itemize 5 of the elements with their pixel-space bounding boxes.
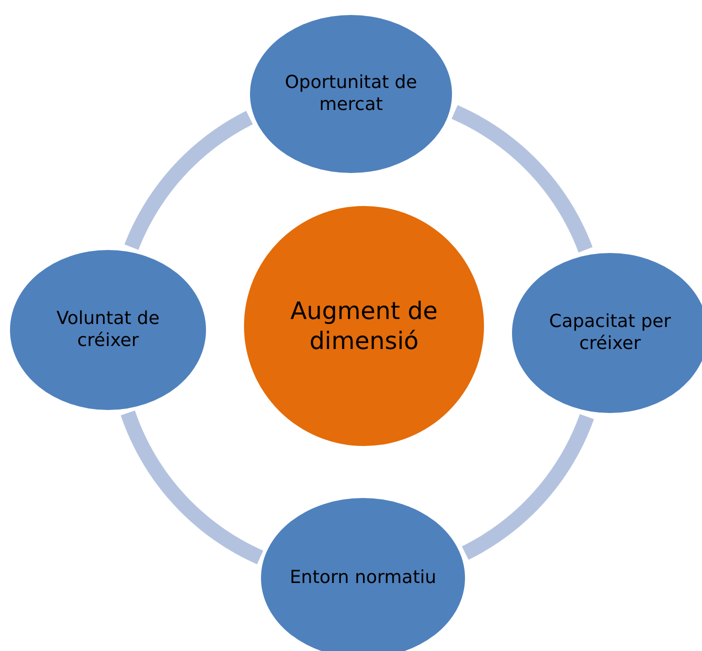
node-label: Oportunitat de mercat: [284, 72, 418, 116]
node-label: Capacitat per créixer: [548, 310, 672, 356]
node-label: Augment de dimensió: [289, 296, 439, 356]
node-label: Voluntat de créixer: [55, 308, 161, 352]
node-label: Entorn normatiu: [290, 566, 436, 590]
